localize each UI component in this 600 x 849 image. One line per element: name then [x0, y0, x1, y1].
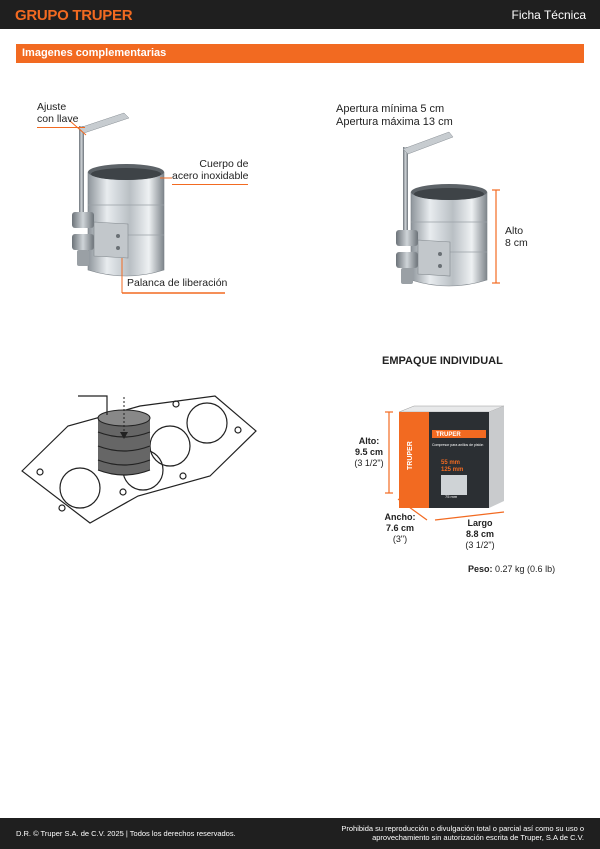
weight-label: Peso:	[468, 564, 493, 574]
legal-notice: Prohibida su reproducción o divulgación …	[314, 824, 584, 842]
section-bar: Imagenes complementarias	[16, 44, 584, 63]
footer-bar: D.R. © Truper S.A. de C.V. 2025 | Todos …	[0, 818, 600, 849]
height-label-line2: 8 cm	[505, 237, 528, 249]
alto-label: Alto:	[358, 436, 380, 446]
adjust-label-line1: Ajuste	[37, 101, 67, 113]
ancho-in: (3")	[392, 534, 408, 544]
adjust-label: Ajuste con llave	[37, 101, 85, 128]
ancho-dimension: Ancho: 7.6 cm (3")	[383, 512, 417, 545]
tool-dimensions	[396, 131, 488, 287]
box-brand: TRUPER	[436, 432, 461, 438]
legal-notice-line2: aprovechamiento sin autorización escrita…	[372, 833, 584, 842]
tool-main	[72, 112, 165, 277]
adjust-label-line2: con llave	[37, 113, 85, 128]
gasket-diagram	[21, 395, 257, 524]
height-label-line1: Alto	[505, 225, 524, 237]
legal-notice-line1: Prohibida su reproducción o divulgación …	[341, 824, 584, 833]
min-opening: Apertura mínima 5 cm	[336, 103, 445, 115]
ancho-cm: 7.6 cm	[385, 523, 415, 533]
alto-in: (3 1/2")	[354, 458, 384, 468]
box-line1: Compresor para anillos de pistón	[432, 443, 483, 447]
alto-dimension: Alto: 9.5 cm (3 1/2")	[352, 436, 386, 469]
box-line3: 125 mm	[441, 467, 463, 473]
alto-cm: 9.5 cm	[354, 447, 384, 457]
package-box: TRUPER Compresor para anillos de pistón …	[398, 405, 505, 508]
weight: Peso: 0.27 kg (0.6 lb)	[468, 563, 555, 575]
box-line2: 55 mm	[441, 460, 460, 466]
body-label-line1: Cuerpo de	[199, 158, 249, 170]
packaging-title: EMPAQUE INDIVIDUAL	[382, 355, 503, 367]
weight-value: 0.27 kg (0.6 lb)	[495, 564, 556, 574]
copyright: D.R. © Truper S.A. de C.V. 2025 | Todos …	[16, 829, 236, 838]
ancho-label: Ancho:	[384, 512, 416, 522]
section-title: Imagenes complementarias	[22, 47, 167, 59]
box-line4: 75 mm	[445, 494, 458, 499]
largo-dimension: Largo 8.8 cm (3 1/2")	[460, 518, 500, 551]
body-label-line2: acero inoxidable	[172, 170, 249, 185]
brand-logo: GRUPO TRUPER	[15, 7, 133, 24]
max-opening: Apertura máxima 13 cm	[336, 116, 453, 128]
height-label: Alto 8 cm	[505, 225, 528, 249]
doc-type: Ficha Técnica	[511, 8, 586, 22]
opening-labels: Apertura mínima 5 cm Apertura máxima 13 …	[336, 103, 453, 129]
ring-stack	[97, 409, 151, 476]
release-label: Palanca de liberación	[127, 277, 228, 289]
largo-label: Largo	[467, 518, 493, 528]
largo-cm: 8.8 cm	[465, 529, 495, 539]
largo-in: (3 1/2")	[465, 540, 495, 550]
body-label: Cuerpo de acero inoxidable	[172, 158, 249, 185]
svg-text:TRUPER: TRUPER	[407, 441, 414, 470]
header-bar: GRUPO TRUPER Ficha Técnica	[0, 0, 600, 29]
